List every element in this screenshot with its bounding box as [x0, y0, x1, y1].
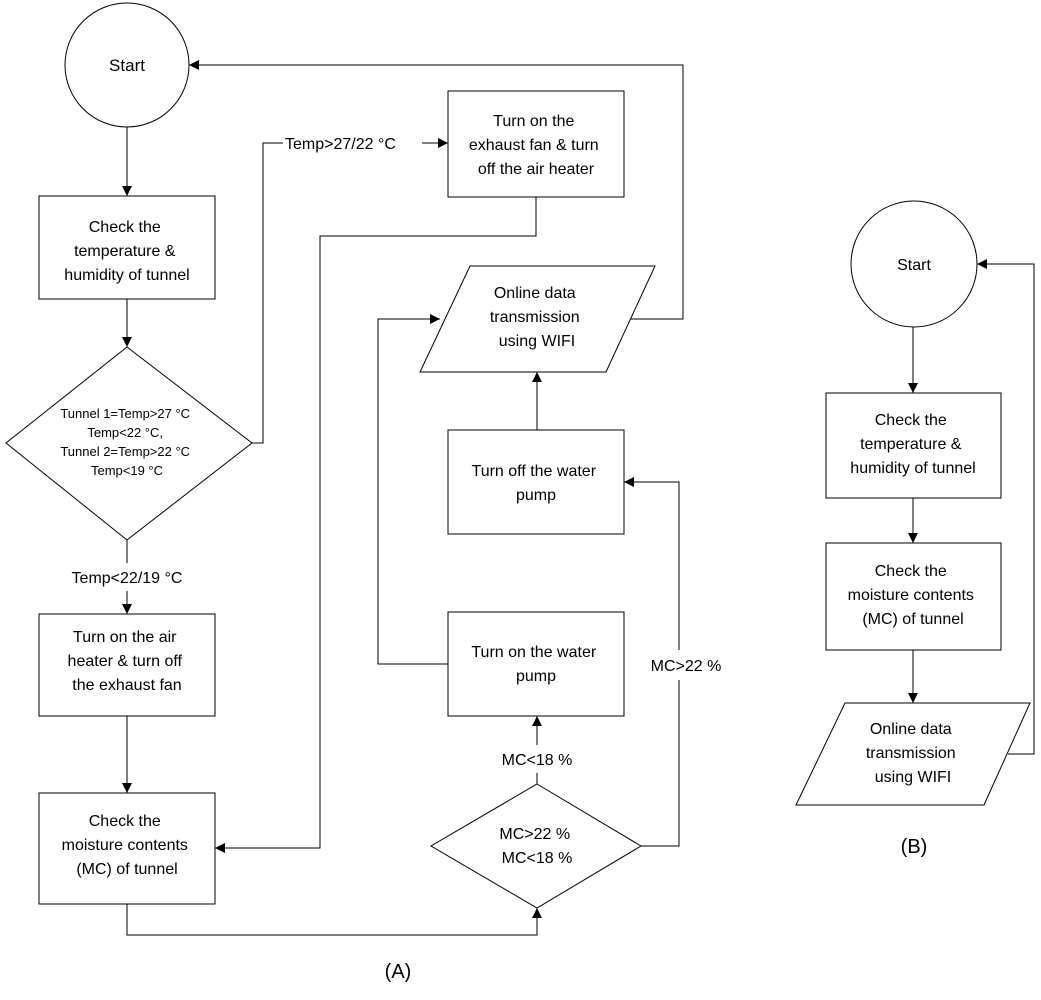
- a-start-node: Start: [64, 2, 190, 128]
- a-online-transmission-label: Online data transmission using WIFI: [490, 285, 584, 350]
- a-edge-decision-to-pump-off-upper: [624, 477, 680, 650]
- a-label-mc-low: MC<18 %: [502, 752, 573, 769]
- a-pump-on-label: Turn on the water pump: [471, 644, 600, 685]
- a-edge-decision-to-pump-off: [641, 680, 680, 847]
- a-check-moisture-node: Check the moisture contents (MC) of tunn…: [38, 792, 216, 905]
- a-exhaust-on-label: Turn on the exhaust fan & turn off the a…: [469, 113, 603, 178]
- b-edge-online-to-start: [977, 259, 1035, 755]
- a-caption: (A): [385, 961, 412, 983]
- b-caption: (B): [901, 836, 928, 858]
- a-edge-check-moisture-to-decision: [126, 904, 542, 936]
- b-start-node: Start: [850, 200, 978, 328]
- a-exhaust-on-node: Turn on the exhaust fan & turn off the a…: [447, 90, 625, 198]
- a-moisture-decision-label: MC>22 % MC<18 %: [499, 826, 574, 867]
- b-online-transmission-label: Online data transmission using WIFI: [866, 721, 960, 786]
- a-temperature-decision-node: Tunnel 1=Temp>27 °C Temp<22 °C, Tunnel 2…: [5, 346, 253, 541]
- b-check-temperature-node: Check the temperature & humidity of tunn…: [825, 392, 1002, 499]
- a-pump-off-label: Turn off the water pump: [472, 463, 601, 504]
- a-check-temperature-label: Check the temperature & humidity of tunn…: [64, 219, 189, 284]
- a-check-temperature-node: Check the temperature & humidity of tunn…: [38, 195, 216, 300]
- a-label-temp-high: Temp>27/22 °C: [285, 136, 396, 153]
- a-online-transmission-node: Online data transmission using WIFI: [419, 265, 656, 373]
- b-online-transmission-node: Online data transmission using WIFI: [795, 702, 1031, 806]
- diagram-b: Start Check the temperature & humidity o…: [795, 200, 1035, 858]
- a-heater-on-node: Turn on the air heater & turn off the ex…: [38, 613, 216, 717]
- diagram-a: Start Check the temperature & humidity o…: [5, 2, 722, 983]
- a-start-label: Start: [109, 56, 145, 75]
- a-edge-exhaust-on-to-check-moisture: [215, 197, 537, 853]
- a-label-temp-low: Temp<22/19 °C: [72, 570, 183, 587]
- a-label-mc-high: MC>22 %: [651, 658, 722, 675]
- a-edge-decision-to-exhaust-on: [252, 142, 283, 444]
- a-check-moisture-label: Check the moisture contents (MC) of tunn…: [62, 813, 193, 878]
- a-pump-off-node: Turn off the water pump: [447, 429, 625, 535]
- a-moisture-decision-node: MC>22 % MC<18 %: [430, 783, 642, 909]
- b-start-label: Start: [897, 257, 931, 274]
- a-temperature-decision-label: Tunnel 1=Temp>27 °C Temp<22 °C, Tunnel 2…: [60, 406, 193, 478]
- a-pump-on-node: Turn on the water pump: [447, 611, 625, 717]
- b-check-temperature-label: Check the temperature & humidity of tunn…: [850, 412, 975, 477]
- b-check-moisture-node: Check the moisture contents (MC) of tunn…: [825, 542, 1002, 651]
- a-heater-on-label: Turn on the air heater & turn off the ex…: [68, 629, 187, 694]
- a-edge-online-to-start: [189, 60, 684, 320]
- a-edge-pump-on-to-online: [377, 314, 448, 665]
- b-check-moisture-label: Check the moisture contents (MC) of tunn…: [848, 563, 979, 628]
